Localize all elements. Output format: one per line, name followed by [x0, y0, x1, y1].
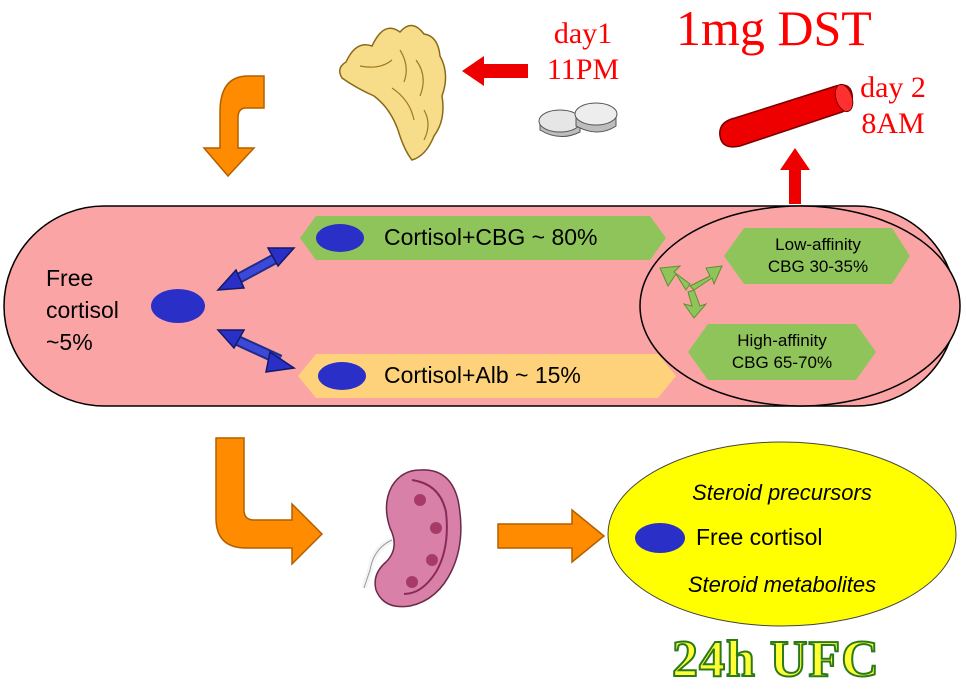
cortisol-dot-urine [635, 523, 685, 553]
bidirectional-arrow-cbg [216, 247, 296, 291]
free-cortisol-label: Free cortisol ~5% [46, 262, 119, 358]
pills-icon [538, 102, 618, 137]
ufc-title: 24h UFC [671, 630, 880, 689]
day1-line1: day1 [553, 17, 613, 50]
three-way-green-arrow [659, 265, 723, 319]
adrenal-gland-icon [339, 24, 447, 161]
orange-arrow-top [202, 75, 265, 178]
day1-line2: 11PM [546, 53, 620, 86]
cbg-box-label: Cortisol+CBG ~ 80% [384, 224, 598, 250]
day2-line1: day 2 [860, 71, 926, 104]
blood-tube-icon [719, 83, 854, 148]
high-affinity-line1: High-affinity [737, 331, 827, 350]
steroid-metabolites-label: Steroid metabolites [687, 572, 877, 597]
cbg-box [300, 216, 666, 260]
red-arrow-day1 [462, 56, 528, 86]
low-affinity-label: Low-affinity CBG 30-35% [744, 234, 892, 278]
high-affinity-label: High-affinity CBG 65-70% [708, 330, 856, 374]
high-affinity-box [688, 324, 876, 380]
bidirectional-arrow-alb [216, 329, 297, 373]
cortisol-dot-cbg [316, 224, 364, 252]
day2-label: day 2 8AM [838, 70, 948, 142]
orange-arrow-right [497, 508, 606, 564]
red-arrow-up [780, 148, 810, 204]
day1-label: day1 11PM [528, 16, 638, 88]
low-affinity-line2: CBG 30-35% [767, 257, 869, 276]
kidney-icon [361, 469, 462, 608]
day2-line2: 8AM [861, 107, 925, 140]
high-affinity-line2: CBG 65-70% [731, 353, 833, 372]
low-affinity-line1: Low-affinity [775, 235, 861, 254]
free-cortisol-dot [151, 289, 205, 323]
free-line3: ~5% [46, 329, 93, 355]
alb-box-label: Cortisol+Alb ~ 15% [384, 362, 581, 388]
orange-arrow-bottom [215, 437, 324, 566]
steroid-precursors-label: Steroid precursors [692, 480, 872, 505]
urine-ellipse [607, 441, 957, 627]
free-line1: Free [46, 265, 94, 291]
page-title: 1mg DST [676, 0, 872, 56]
urine-free-cortisol-label: Free cortisol [696, 524, 823, 550]
alb-box [298, 354, 676, 398]
low-affinity-box [724, 228, 910, 284]
cortisol-dot-alb [318, 362, 366, 390]
free-line2: cortisol [46, 297, 119, 323]
